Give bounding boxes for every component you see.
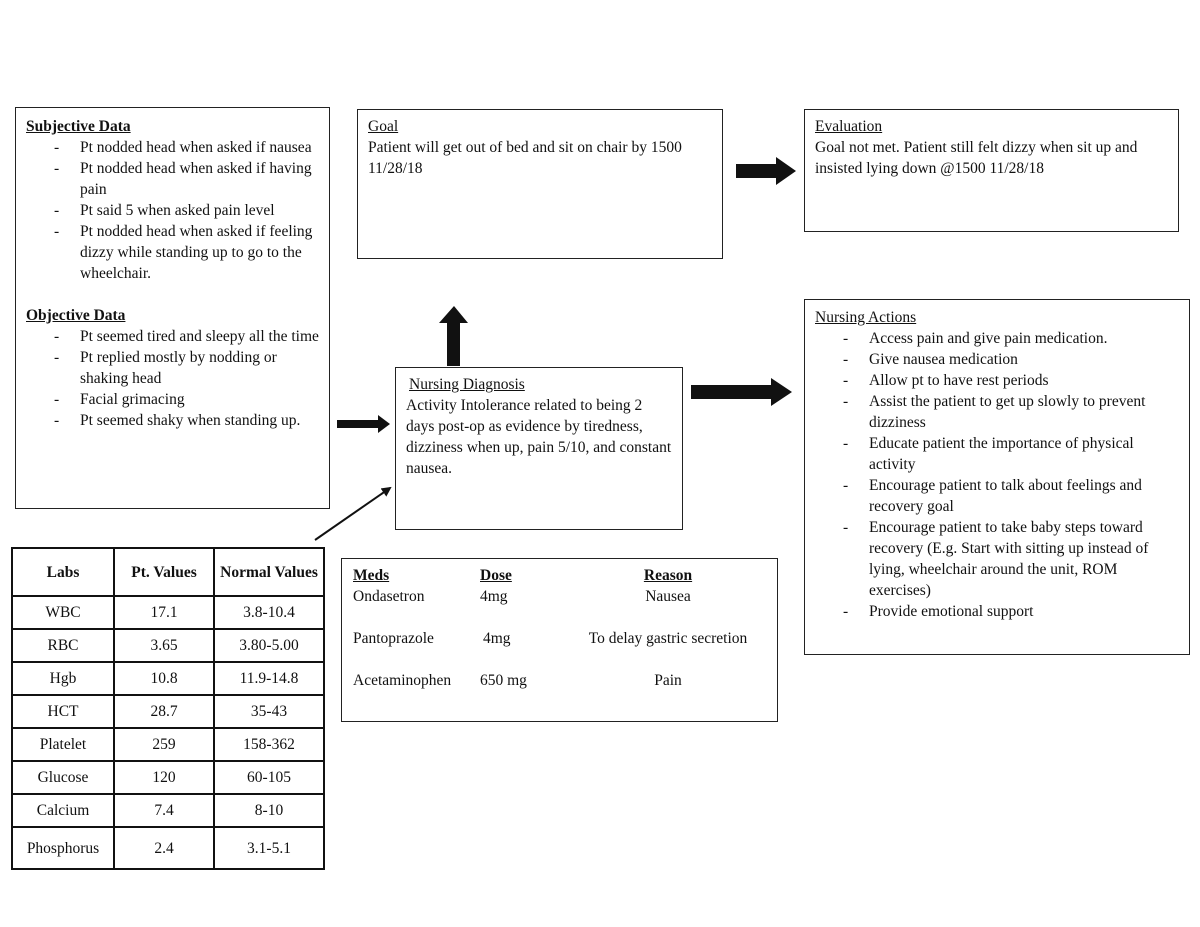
meds-header: Meds xyxy=(353,567,390,584)
lab-pt-value: 2.4 xyxy=(113,826,215,870)
arrow-up-icon xyxy=(439,306,468,366)
subjective-item: Pt nodded head when asked if having pain xyxy=(26,158,319,200)
med-reason: Pain xyxy=(654,672,682,689)
lab-pt-value: 28.7 xyxy=(113,694,215,729)
nursing-action-item: Educate patient the importance of physic… xyxy=(815,433,1179,475)
lab-row: HCT 28.7 35-43 xyxy=(11,694,325,729)
lab-pt-value: 17.1 xyxy=(113,595,215,630)
lab-name: HCT xyxy=(11,694,115,729)
subjective-item: Pt nodded head when asked if feeling diz… xyxy=(26,221,319,284)
lab-name: Phosphorus xyxy=(11,826,115,870)
med-reason: To delay gastric secretion xyxy=(588,630,748,647)
lab-normal-value: 60-105 xyxy=(213,760,325,795)
goal-text: Patient will get out of bed and sit on c… xyxy=(368,139,682,177)
objective-item: Pt replied mostly by nodding or shaking … xyxy=(26,347,319,389)
lab-row: RBC 3.65 3.80-5.00 xyxy=(11,628,325,663)
lab-normal-value: 11.9-14.8 xyxy=(213,661,325,696)
med-name: Pantoprazole xyxy=(353,630,434,647)
medication-row: Ondasetron 4mg Nausea xyxy=(353,586,766,607)
lab-pt-value: 10.8 xyxy=(113,661,215,696)
medications-box: Meds Dose Reason Ondasetron 4mg Nausea P… xyxy=(341,558,778,722)
subjective-data-title: Subjective Data xyxy=(26,118,131,135)
nursing-diagnosis-text: Activity Intolerance related to being 2 … xyxy=(406,397,672,477)
lab-name: Hgb xyxy=(11,661,115,696)
medication-row: Pantoprazole 4mg To delay gastric secret… xyxy=(353,628,766,649)
lab-name: Calcium xyxy=(11,793,115,828)
med-dose: 4mg xyxy=(483,630,511,647)
nursing-diagnosis-box: Nursing Diagnosis Activity Intolerance r… xyxy=(395,367,683,530)
lab-row: WBC 17.1 3.8-10.4 xyxy=(11,595,325,630)
lab-normal-value: 3.1-5.1 xyxy=(213,826,325,870)
med-name: Ondasetron xyxy=(353,588,425,605)
nursing-actions-box: Nursing Actions Access pain and give pai… xyxy=(804,299,1190,655)
nursing-diagnosis-title: Nursing Diagnosis xyxy=(409,376,525,393)
assessment-data-box: Subjective Data Pt nodded head when aske… xyxy=(15,107,330,509)
lab-normal-value: 3.8-10.4 xyxy=(213,595,325,630)
lab-row: Calcium 7.4 8-10 xyxy=(11,793,325,828)
lab-name: Platelet xyxy=(11,727,115,762)
goal-box: Goal Patient will get out of bed and sit… xyxy=(357,109,723,259)
lab-pt-value: 120 xyxy=(113,760,215,795)
nursing-action-item: Encourage patient to take baby steps tow… xyxy=(815,517,1179,601)
labs-header-row: Labs Pt. Values Normal Values xyxy=(11,547,325,597)
arrow-right-icon xyxy=(691,378,792,406)
nursing-action-item: Allow pt to have rest periods xyxy=(815,370,1179,391)
subjective-item: Pt nodded head when asked if nausea xyxy=(26,137,319,158)
nursing-action-item: Provide emotional support xyxy=(815,601,1179,622)
arrow-right-icon xyxy=(736,157,796,185)
subjective-item: Pt said 5 when asked pain level xyxy=(26,200,319,221)
med-name: Acetaminophen xyxy=(353,672,452,689)
evaluation-title: Evaluation xyxy=(815,118,883,135)
pt-values-header: Pt. Values xyxy=(113,547,215,597)
med-dose: 650 mg xyxy=(480,672,527,689)
lab-row: Hgb 10.8 11.9-14.8 xyxy=(11,661,325,696)
lab-normal-value: 35-43 xyxy=(213,694,325,729)
labs-table: Labs Pt. Values Normal Values WBC 17.1 3… xyxy=(11,547,325,870)
subjective-data-list: Pt nodded head when asked if nausea Pt n… xyxy=(26,137,319,284)
lab-name: Glucose xyxy=(11,760,115,795)
goal-title: Goal xyxy=(368,118,399,135)
evaluation-box: Evaluation Goal not met. Patient still f… xyxy=(804,109,1179,232)
evaluation-text: Goal not met. Patient still felt dizzy w… xyxy=(815,139,1138,177)
medication-row: Acetaminophen 650 mg Pain xyxy=(353,670,766,691)
medications-header-row: Meds Dose Reason xyxy=(353,565,766,586)
objective-item: Facial grimacing xyxy=(26,389,319,410)
objective-data-title: Objective Data xyxy=(26,307,126,324)
nursing-action-item: Access pain and give pain medication. xyxy=(815,328,1179,349)
lab-pt-value: 3.65 xyxy=(113,628,215,663)
normal-values-header: Normal Values xyxy=(213,547,325,597)
nursing-action-item: Give nausea medication xyxy=(815,349,1179,370)
lab-normal-value: 8-10 xyxy=(213,793,325,828)
lab-pt-value: 259 xyxy=(113,727,215,762)
lab-name: RBC xyxy=(11,628,115,663)
nursing-action-item: Encourage patient to talk about feelings… xyxy=(815,475,1179,517)
lab-normal-value: 158-362 xyxy=(213,727,325,762)
objective-item: Pt seemed shaky when standing up. xyxy=(26,410,319,431)
lab-name: WBC xyxy=(11,595,115,630)
dose-header: Dose xyxy=(480,567,512,584)
lab-pt-value: 7.4 xyxy=(113,793,215,828)
nursing-actions-list: Access pain and give pain medication. Gi… xyxy=(815,328,1179,622)
lab-row: Glucose 120 60-105 xyxy=(11,760,325,795)
labs-header: Labs xyxy=(11,547,115,597)
objective-data-list: Pt seemed tired and sleepy all the time … xyxy=(26,326,319,431)
reason-header: Reason xyxy=(643,567,693,584)
lab-row: Phosphorus 2.4 3.1-5.1 xyxy=(11,826,325,870)
nursing-actions-title: Nursing Actions xyxy=(815,309,917,326)
objective-item: Pt seemed tired and sleepy all the time xyxy=(26,326,319,347)
med-dose: 4mg xyxy=(480,588,508,605)
med-reason: Nausea xyxy=(645,588,691,605)
lab-row: Platelet 259 158-362 xyxy=(11,727,325,762)
nursing-action-item: Assist the patient to get up slowly to p… xyxy=(815,391,1179,433)
arrow-right-icon xyxy=(337,415,390,433)
lab-normal-value: 3.80-5.00 xyxy=(213,628,325,663)
